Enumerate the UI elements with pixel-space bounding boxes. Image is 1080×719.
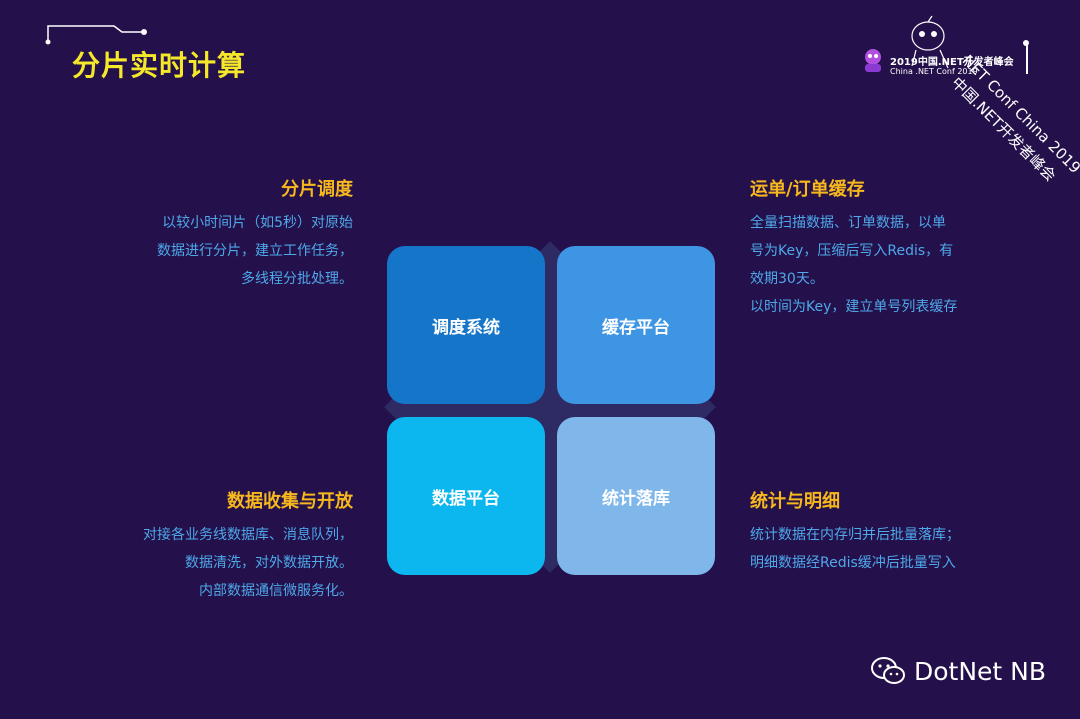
block-line: 效期30天。 xyxy=(750,271,824,287)
block-shard-schedule: 分片调度 以较小时间片（如5秒）对原始 数据进行分片，建立工作任务， 多线程分批… xyxy=(120,175,353,293)
block-line: 统计数据在内存归并后批量落库； xyxy=(750,527,960,543)
circuit-decoration-icon xyxy=(45,25,147,45)
block-line: 数据清洗，对外数据开放。 xyxy=(185,555,353,571)
block-heading: 分片调度 xyxy=(281,179,353,200)
block-heading: 数据收集与开放 xyxy=(227,491,353,512)
block-line: 数据进行分片，建立工作任务， xyxy=(157,243,353,259)
wechat-icon xyxy=(871,657,905,684)
watermark: DotNet NB xyxy=(870,656,1046,686)
block-heading: 运单/订单缓存 xyxy=(750,179,865,200)
tile-schedule-system: 调度系统 xyxy=(387,246,545,404)
conference-title: 2019中国.NET开发者峰会 xyxy=(890,57,1014,68)
divider-dot xyxy=(1023,40,1029,46)
net-bot-logo-icon xyxy=(865,49,881,72)
divider-line xyxy=(1026,44,1028,74)
block-line: 内部数据通信微服务化。 xyxy=(199,583,353,599)
block-stats-detail: 统计与明细 统计数据在内存归并后批量落库； 明细数据经Redis缓冲后批量写入 xyxy=(750,487,1010,577)
block-line: 全量扫描数据、订单数据，以单 xyxy=(750,215,946,231)
block-line: 对接各业务线数据库、消息队列， xyxy=(143,527,353,543)
watermark-text: DotNet NB xyxy=(914,656,1047,686)
block-order-cache: 运单/订单缓存 全量扫描数据、订单数据，以单 号为Key，压缩后写入Redis，… xyxy=(750,175,1010,321)
tile-data-platform: 数据平台 xyxy=(387,417,545,575)
page-title: 分片实时计算 xyxy=(72,49,247,82)
conference-subtitle: China .NET Conf 2019 xyxy=(890,67,978,76)
block-line: 以时间为Key，建立单号列表缓存 xyxy=(750,299,958,315)
block-heading: 统计与明细 xyxy=(750,491,840,512)
mascot-robot-icon xyxy=(911,15,949,69)
block-line: 号为Key，压缩后写入Redis，有 xyxy=(750,243,954,259)
block-data-collect: 数据收集与开放 对接各业务线数据库、消息队列， 数据清洗，对外数据开放。 内部数… xyxy=(120,487,353,605)
tile-cache-platform: 缓存平台 xyxy=(557,246,715,404)
tile-stats-storage: 统计落库 xyxy=(557,417,715,575)
block-line: 多线程分批处理。 xyxy=(241,271,353,287)
block-line: 明细数据经Redis缓冲后批量写入 xyxy=(750,555,956,571)
block-line: 以较小时间片（如5秒）对原始 xyxy=(162,215,353,231)
